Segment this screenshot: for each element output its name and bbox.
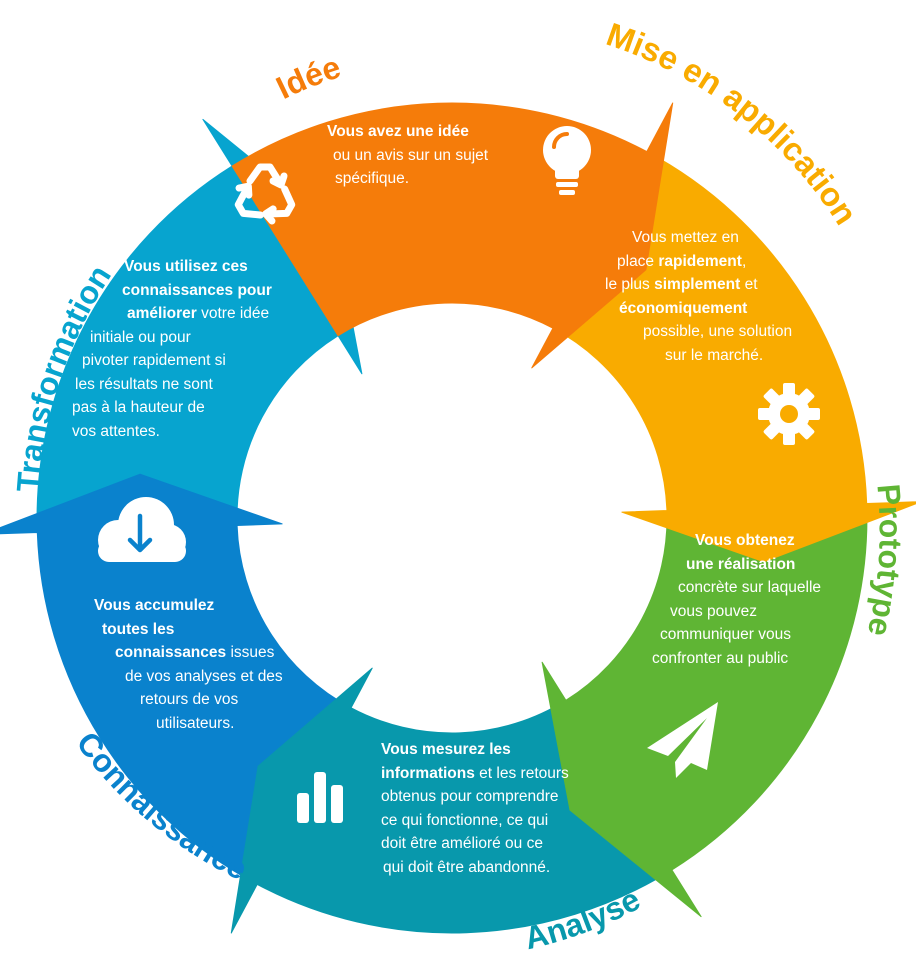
description-line: possible, une solution [643, 323, 793, 340]
description-line: spécifique. [335, 170, 410, 187]
description-line: communiquer vous [660, 626, 791, 643]
description-line: doit être amélioré ou ce [381, 835, 543, 852]
stage-label-idee: Idée [270, 49, 344, 106]
description-line: Vous accumulez [94, 597, 215, 614]
bar-chart-icon [297, 772, 343, 823]
cycle-arrows [0, 102, 916, 934]
description-line: les résultats ne sont [75, 375, 213, 393]
description-line: concrète sur laquelle [678, 579, 822, 596]
description-line: connaissances issues [115, 644, 275, 661]
description-line: Vous mesurez les [381, 741, 511, 758]
description-line: qui doit être abandonné. [383, 858, 551, 876]
description-line: ou un avis sur un sujet [333, 146, 489, 164]
description-line: économiquement [619, 299, 748, 317]
arrow-prototype [541, 503, 868, 918]
description-line: retours de vos [140, 691, 239, 708]
description-line: obtenus pour comprendre [381, 788, 559, 805]
description-line: informations et les retours [381, 764, 569, 782]
cloud-download-icon [98, 497, 186, 562]
description-line: Vous mettez en [632, 229, 739, 246]
description-line: place rapidement, [617, 252, 747, 270]
description-mise-en-application: Vous mettez en place rapidement, le plus s… [605, 226, 792, 367]
recycle-icon [234, 163, 296, 225]
description-line: sur le marché. [665, 346, 764, 364]
description-line: le plus simplement et [605, 276, 758, 293]
description-line: connaissances pour [122, 281, 272, 299]
paper-plane-icon [647, 702, 718, 778]
description-line: une réalisation [686, 555, 796, 573]
stage-icons [98, 126, 820, 823]
description-line: vous pouvez [670, 602, 758, 620]
description-idee: Vous avez une idée ou un avis sur un suje… [327, 120, 488, 191]
description-line: améliorer votre idée [127, 305, 270, 322]
description-line: vos attentes. [72, 422, 160, 440]
description-line: ce qui fonctionne, ce qui [381, 811, 549, 829]
description-transformation: Vous utilisez ces connaissances pour améli… [72, 255, 272, 443]
lightbulb-icon [543, 126, 591, 195]
description-line: pas à la hauteur de [72, 399, 205, 416]
description-line: utilisateurs. [156, 714, 235, 732]
description-line: confronter au public [652, 649, 789, 667]
description-line: pivoter rapidement si [82, 352, 226, 369]
description-line: de vos analyses et des [125, 667, 283, 685]
description-line: toutes les [102, 620, 175, 638]
gear-icon [758, 383, 820, 445]
description-analyse: Vous mesurez les informations et les reto… [381, 738, 569, 879]
description-line: Vous obtenez [695, 532, 795, 549]
description-prototype: Vous obtenez une réalisation concrète sur … [650, 529, 821, 670]
description-connaissance: Vous accumulez toutes les connaissances is… [94, 594, 283, 735]
description-line: Vous avez une idée [327, 123, 469, 140]
description-line: Vous utilisez ces [124, 258, 248, 275]
description-line: initiale ou pour [90, 328, 191, 346]
